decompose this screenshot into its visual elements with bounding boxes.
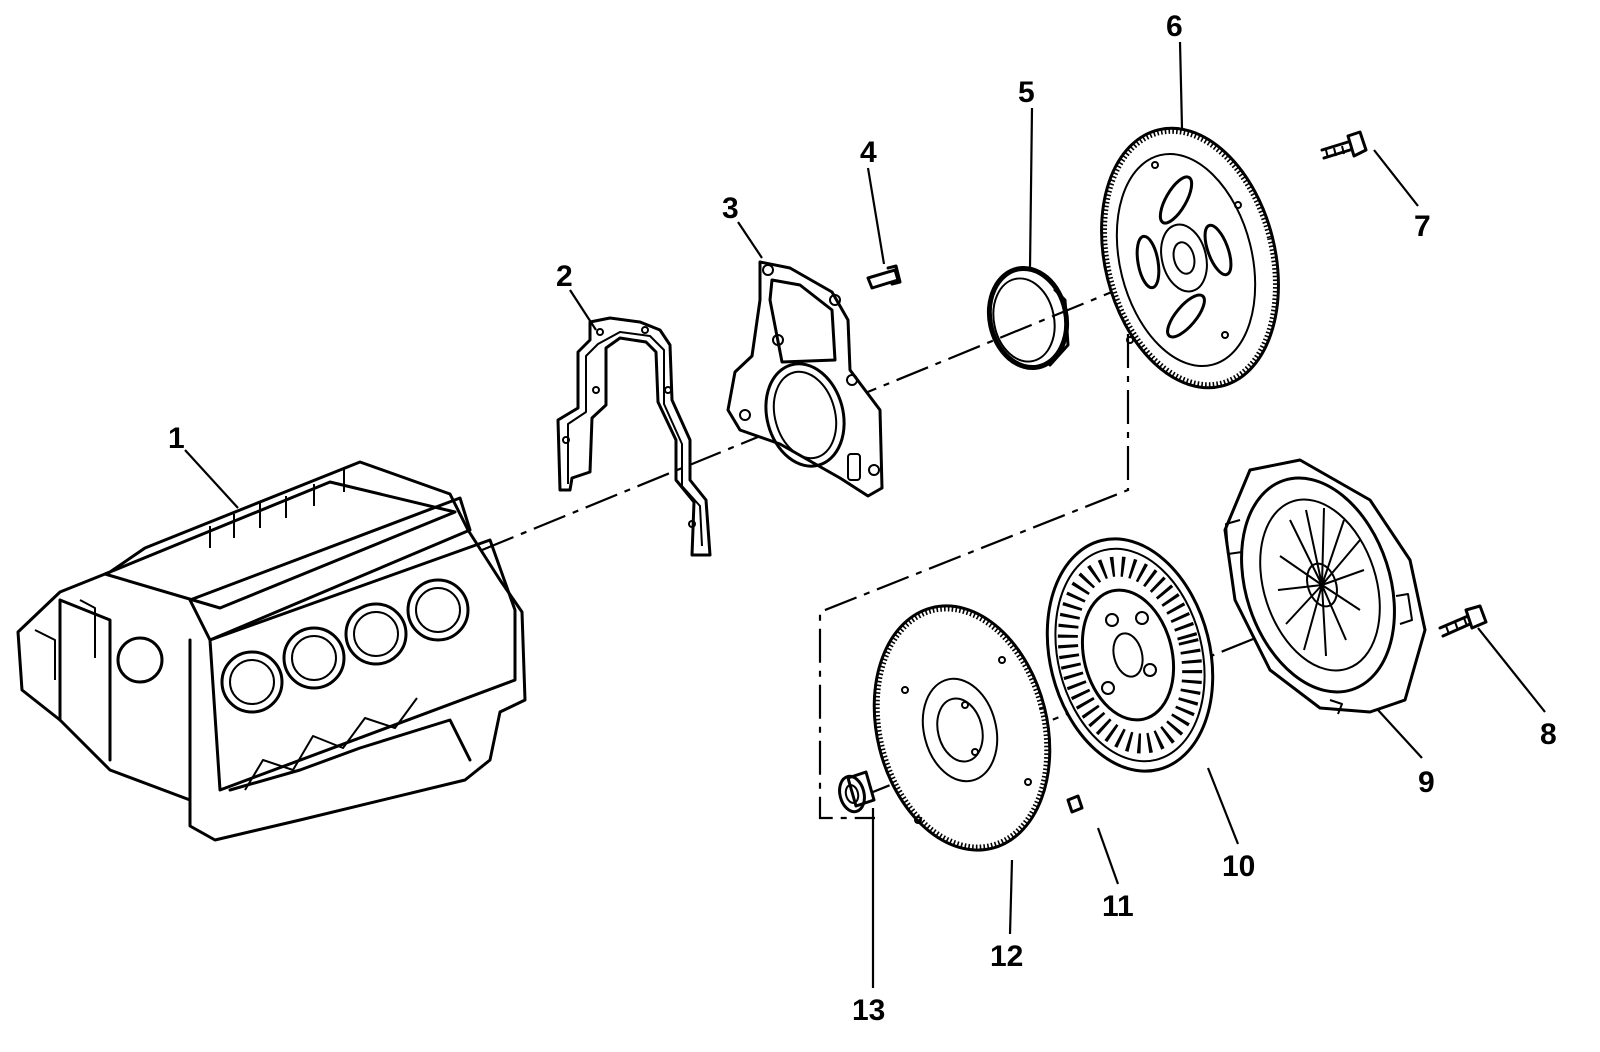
callout-8: 8 (1540, 718, 1557, 751)
part-dowel-pin (1066, 794, 1084, 814)
part-clutch-pressure-plate (1223, 458, 1427, 715)
callout-1: 1 (168, 422, 185, 455)
part-pilot-bearing (838, 770, 876, 814)
part-engine-block (16, 460, 527, 842)
leader-lines (184, 41, 1546, 988)
part-cover-bolt (866, 264, 902, 290)
callout-4: 4 (860, 136, 877, 169)
callout-5: 5 (1018, 76, 1035, 109)
part-rear-cover-housing (726, 260, 884, 498)
part-flywheel (872, 604, 1052, 852)
part-pressure-plate-bolt (1438, 604, 1488, 638)
callout-9: 9 (1418, 766, 1435, 799)
callouts: 1 2 3 4 5 6 7 8 9 10 11 12 13 (168, 10, 1557, 1027)
callout-12: 12 (990, 940, 1023, 973)
part-crankshaft-rear-seal (986, 265, 1070, 371)
part-clutch-disc (1045, 537, 1215, 773)
callout-3: 3 (722, 192, 739, 225)
part-flexplate-bolt (1320, 130, 1368, 160)
callout-10: 10 (1222, 850, 1255, 883)
callout-13: 13 (852, 994, 885, 1027)
part-rear-cover-gasket (556, 316, 712, 557)
callout-6: 6 (1166, 10, 1183, 43)
part-flexplate (1100, 126, 1280, 390)
callout-2: 2 (556, 260, 573, 293)
callout-7: 7 (1414, 210, 1431, 243)
callout-11: 11 (1102, 890, 1134, 923)
